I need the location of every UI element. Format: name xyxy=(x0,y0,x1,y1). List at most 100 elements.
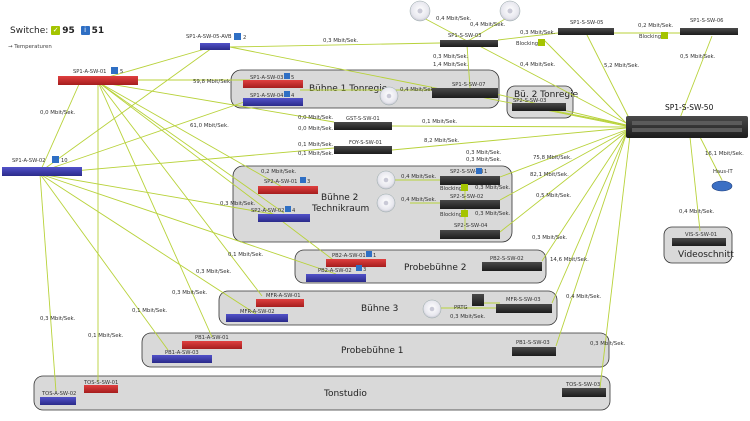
link-label: 0,3 Mbit/Sek. xyxy=(220,201,256,207)
switch-pb1-a-sw-01[interactable] xyxy=(182,341,242,349)
blocking-indicators: Blocking Blocking Blocking Blocking xyxy=(440,32,668,218)
info-badge xyxy=(356,265,362,271)
switch-sp2-s-sw-04[interactable] xyxy=(440,230,500,239)
switch-mfr-s-sw-03[interactable] xyxy=(496,304,552,313)
check-icon xyxy=(538,39,545,46)
info-badge xyxy=(284,91,290,97)
switch-foy-s-sw-01[interactable] xyxy=(334,146,392,154)
check-icon xyxy=(461,184,468,191)
server-icon xyxy=(472,294,484,306)
switch-sp1-a-sw-03[interactable] xyxy=(243,80,303,88)
badge-count: 2 xyxy=(243,35,246,41)
access-points xyxy=(376,0,521,319)
link-label: 0,3 Mbit/Sek. xyxy=(475,211,511,217)
switch-pb2-a-sw-01[interactable] xyxy=(326,259,386,267)
switch-sp2-s-sw-03-bue2[interactable] xyxy=(512,103,566,111)
link-label: 0,0 Mbit/Sek. xyxy=(298,115,334,121)
switch-sp1-s-sw-06[interactable] xyxy=(680,28,738,35)
switch-pb1-s-sw-03[interactable] xyxy=(512,347,556,356)
switch-pb2-a-sw-02[interactable] xyxy=(306,274,366,282)
link-label: 0,3 Mbit/Sek. xyxy=(466,157,502,163)
badge-count: 4 xyxy=(291,93,295,99)
haus-it-router[interactable]: Haus-IT xyxy=(711,169,733,192)
switch-label: TOS-A-SW-02 xyxy=(41,391,76,397)
link-label: 0,4 Mbit/Sek. xyxy=(400,87,436,93)
link-label: 75,8 Mbit/Sek. xyxy=(533,155,572,161)
switch-sp2-s-sw-03[interactable] xyxy=(440,176,500,185)
switch-vis-s-sw-01[interactable] xyxy=(672,238,726,246)
summary-title: Switche: xyxy=(10,26,49,36)
switch-sp1-s-sw-05[interactable] xyxy=(558,28,614,35)
link-label: 0,0 Mbit/Sek. xyxy=(298,126,334,132)
link-label: 0,4 Mbit/Sek. xyxy=(566,294,602,300)
room-tonstudio-label: Tonstudio xyxy=(323,389,367,399)
link-label: 0,4 Mbit/Sek. xyxy=(401,197,437,203)
switch-sp1-a-sw-01[interactable] xyxy=(58,76,138,85)
blocking-label: Blocking xyxy=(639,34,661,40)
switch-label: PB2-A-SW-02 xyxy=(318,268,352,274)
switch-tos-a-sw-02[interactable] xyxy=(40,397,76,405)
room-tonstudio xyxy=(33,375,611,411)
switch-label: FOY-S-SW-01 xyxy=(349,140,382,146)
switch-tos-s-sw-03[interactable] xyxy=(562,388,606,397)
link-label: 0,3 Mbit/Sek. xyxy=(520,30,556,36)
info-badge xyxy=(284,73,290,79)
link-label: 0,2 Mbit/Sek. xyxy=(638,23,674,29)
switch-label: SP2-S-SW-02 xyxy=(450,194,483,200)
access-point-led xyxy=(429,306,435,312)
switch-sp1-s-sw-03[interactable] xyxy=(440,40,498,47)
room-buehne3-label: Bühne 3 xyxy=(361,304,398,314)
room-buehne2-label-1: Bühne 2 xyxy=(321,193,358,203)
switch-pb2-s-sw-02[interactable] xyxy=(482,262,542,271)
switch-label: MFR-S-SW-03 xyxy=(506,297,541,303)
link-label: 0,3 Mbit/Sek. xyxy=(40,316,76,322)
port-row xyxy=(632,128,742,132)
switch-tos-s-sw-01[interactable] xyxy=(84,385,118,393)
link-label: 0,0 Mbit/Sek. xyxy=(40,110,76,116)
prtg-server[interactable]: PRTG xyxy=(454,294,484,311)
switch-mfr-a-sw-02[interactable] xyxy=(226,314,288,322)
switch-sp1-a-sw-02[interactable] xyxy=(2,167,82,176)
link-label: 59,8 Mbit/Sek. xyxy=(193,79,232,85)
switch-label: SP2-A-SW-01 xyxy=(264,179,297,185)
link-label: 0,3 Mbit/Sek. xyxy=(172,290,208,296)
switch-gst-s-sw-01[interactable] xyxy=(334,122,392,130)
link-label: 82,1 Mbit/Sek. xyxy=(530,172,569,178)
link-label: 0,4 Mbit/Sek. xyxy=(679,209,715,215)
switch-sp2-a-sw-02[interactable] xyxy=(258,214,310,222)
info-badge xyxy=(285,206,291,212)
link-label: 0,1 Mbit/Sek. xyxy=(228,252,264,258)
switch-sp2-a-sw-01[interactable] xyxy=(258,186,318,194)
check-icon xyxy=(461,210,468,217)
link-label: 0,3 Mbit/Sek. xyxy=(466,150,502,156)
switch-mfr-a-sw-01[interactable] xyxy=(256,299,304,307)
room-bue2-label: Bü. 2 Tonregie xyxy=(514,90,579,100)
link-label: 61,0 Mbit/Sek. xyxy=(190,123,229,129)
info-badge xyxy=(476,168,482,174)
link-label: 5,2 Mbit/Sek. xyxy=(604,63,640,69)
switch-sp2-s-sw-02[interactable] xyxy=(440,200,500,209)
badge-count: 5 xyxy=(291,75,294,81)
switch-sp1-a-sw-05-avb[interactable] xyxy=(200,43,230,50)
switch-label: MFR-A-SW-01 xyxy=(266,293,301,299)
switch-sp1-s-sw-50[interactable]: SP1-S-SW-50 xyxy=(626,103,748,138)
link-label: 1,4 Mbit/Sek. xyxy=(433,62,469,68)
link-label: 0,3 Mbit/Sek. xyxy=(323,38,359,44)
link-label: 8,2 Mbit/Sek. xyxy=(424,138,460,144)
switch-label: SP2-S-SW-03 xyxy=(513,98,546,104)
switch-label: MFR-A-SW-02 xyxy=(240,309,275,315)
badge-count: 1 xyxy=(373,253,376,259)
switch-sp1-a-sw-04[interactable] xyxy=(243,98,303,106)
badge-count: 1 xyxy=(484,169,487,175)
link-label: 0,3 Mbit/Sek. xyxy=(475,185,511,191)
access-point-led xyxy=(383,177,389,183)
link-label: 0,3 Mbit/Sek. xyxy=(450,314,486,320)
switch-sp1-s-sw-07[interactable] xyxy=(432,88,498,98)
check-icon: ✓ xyxy=(51,26,61,35)
switch-label: TOS-S-SW-03 xyxy=(565,382,600,388)
router-label: Haus-IT xyxy=(713,169,733,175)
switch-label: PB1-A-SW-01 xyxy=(195,335,229,341)
switch-pb1-a-sw-03[interactable] xyxy=(152,355,212,363)
temperature-link[interactable]: → Temperaturen xyxy=(8,44,52,50)
